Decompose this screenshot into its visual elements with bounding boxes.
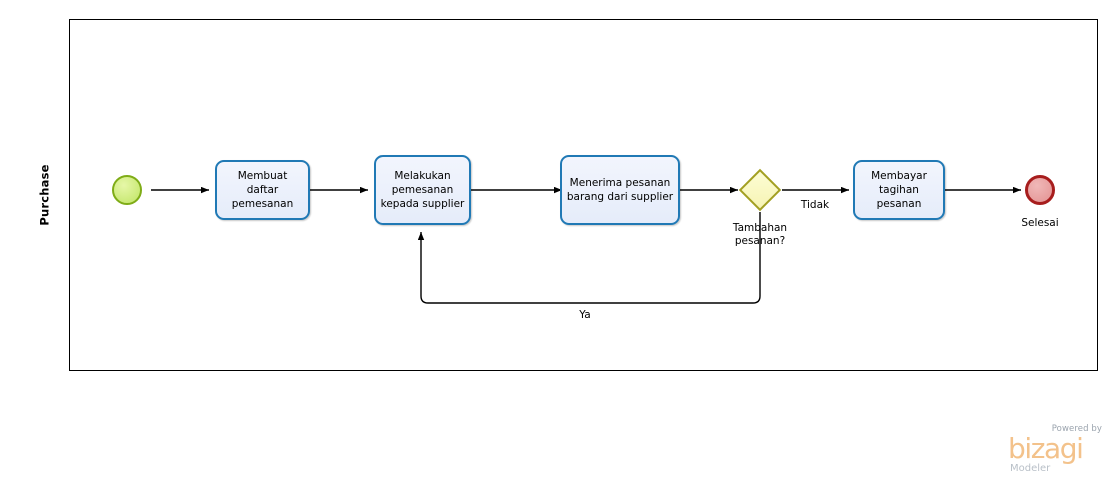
pool-header-label-wrap: Purchase — [20, 19, 70, 371]
end-event-label: Selesai — [1021, 217, 1059, 229]
watermark-brand: bizagi — [1008, 432, 1084, 465]
task-label: Membayar tagihan pesanan — [871, 170, 927, 210]
flow-label-ya: Ya — [579, 309, 591, 321]
task-label: Menerima pesanan barang dari supplier — [566, 177, 674, 203]
start-event[interactable] — [112, 175, 142, 205]
watermark-product: Modeler — [1010, 463, 1051, 474]
watermark-powered-by: Powered by — [1051, 424, 1102, 434]
pool-header: Purchase — [20, 19, 70, 371]
task-label: Membuat daftar pemesanan — [231, 170, 294, 210]
bizagi-watermark: Powered by bizagi Modeler — [1000, 424, 1104, 476]
end-event[interactable] — [1025, 175, 1055, 205]
task-membuat-daftar-pemesanan[interactable]: Membuat daftar pemesanan — [215, 160, 310, 220]
task-label: Melakukan pemesanan kepada supplier — [380, 170, 465, 210]
task-melakukan-pemesanan-kepada-supplier[interactable]: Melakukan pemesanan kepada supplier — [374, 155, 471, 225]
lane-label: Purchase — [38, 164, 53, 226]
task-menerima-pesanan-barang-dari-supplier[interactable]: Menerima pesanan barang dari supplier — [560, 155, 680, 225]
task-membayar-tagihan-pesanan[interactable]: Membayar tagihan pesanan — [853, 160, 945, 220]
flow-label-tidak: Tidak — [800, 199, 830, 211]
gateway-label: Tambahan pesanan? — [732, 222, 788, 247]
